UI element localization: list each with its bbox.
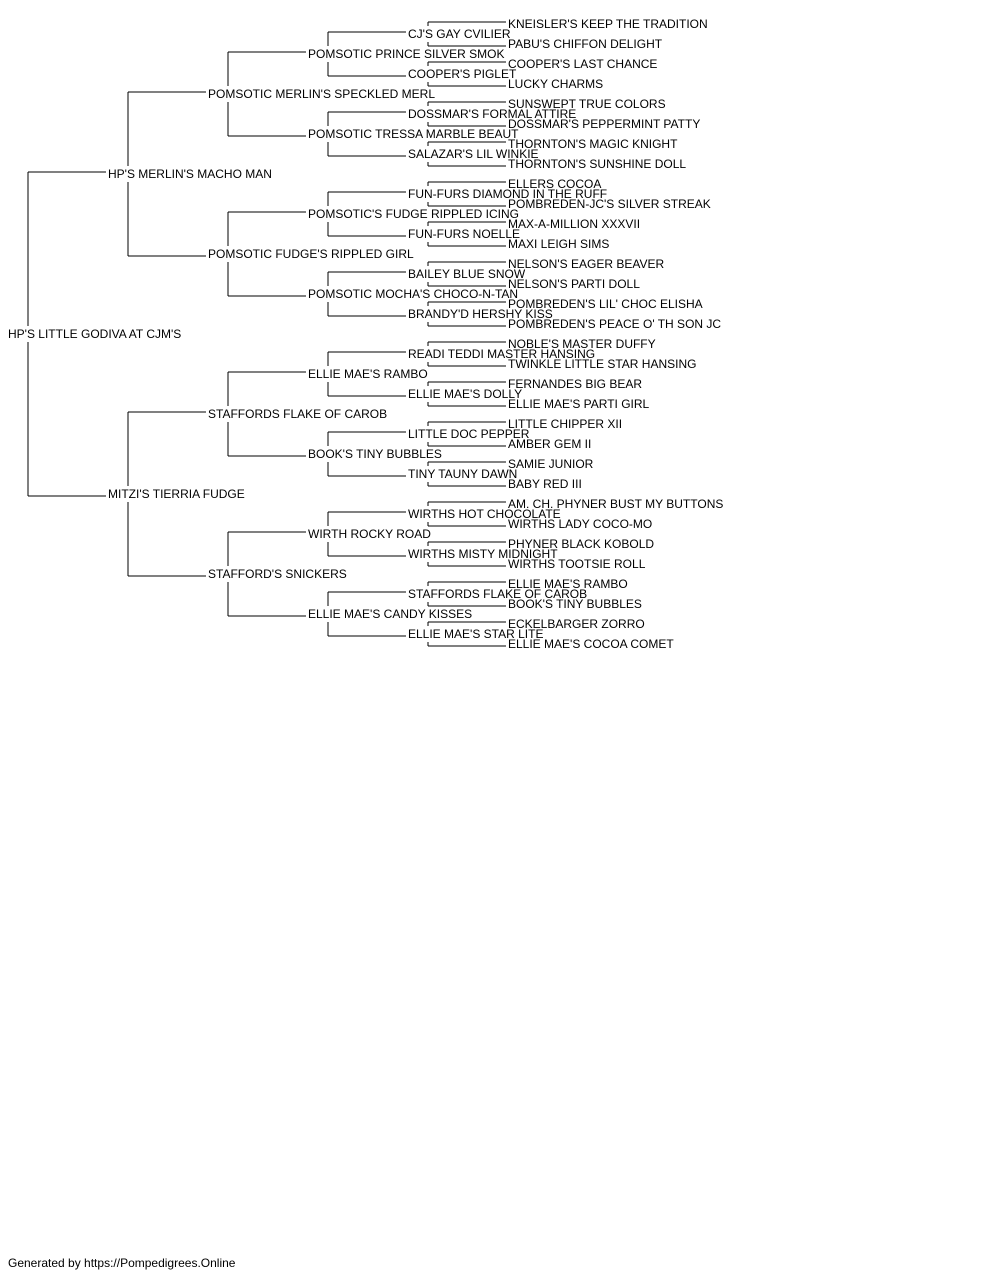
fifth-generation-name: MAXI LEIGH SIMS bbox=[508, 237, 609, 251]
parent-name: HP'S MERLIN'S MACHO MAN bbox=[108, 167, 272, 181]
subject-name: HP'S LITTLE GODIVA AT CJM'S bbox=[8, 327, 181, 341]
great-grandparent-name: BOOK'S TINY BUBBLES bbox=[308, 447, 442, 461]
grandparent-name: STAFFORDS FLAKE OF CAROB bbox=[208, 407, 387, 421]
fifth-generation-name: AMBER GEM II bbox=[508, 437, 591, 451]
grandparent-name: STAFFORD'S SNICKERS bbox=[208, 567, 347, 581]
highlighted-ancestor-name: AM. CH. PHYNER BUST MY BUTTONS bbox=[508, 497, 723, 511]
great-great-grandparent-name: LITTLE DOC PEPPER bbox=[408, 427, 530, 441]
fifth-generation-name: DOSSMAR'S PEPPERMINT PATTY bbox=[508, 117, 700, 131]
fifth-generation-name: BOOK'S TINY BUBBLES bbox=[508, 597, 642, 611]
parent-name: MITZI'S TIERRIA FUDGE bbox=[108, 487, 245, 501]
great-great-grandparent-name: WIRTHS MISTY MIDNIGHT bbox=[408, 547, 558, 561]
fifth-generation-name: WIRTHS LADY COCO-MO bbox=[508, 517, 652, 531]
great-grandparent-name: ELLIE MAE'S CANDY KISSES bbox=[308, 607, 472, 621]
fifth-generation-name: POMBREDEN-JC'S SILVER STREAK bbox=[508, 197, 711, 211]
fifth-generation-name: POMBREDEN'S PEACE O' TH SON JC bbox=[508, 317, 721, 331]
fifth-generation-name: PABU'S CHIFFON DELIGHT bbox=[508, 37, 663, 51]
great-grandparent-name: POMSOTIC'S FUDGE RIPPLED ICING bbox=[308, 207, 519, 221]
great-great-grandparent-name: COOPER'S PIGLET bbox=[408, 67, 517, 81]
fifth-generation-name: COOPER'S LAST CHANCE bbox=[508, 57, 657, 71]
great-grandparent-name: POMSOTIC MOCHA'S CHOCO-N-TAN bbox=[308, 287, 518, 301]
great-grandparent-name: POMSOTIC PRINCE SILVER SMOK bbox=[308, 47, 504, 61]
great-great-grandparent-name: BRANDY'D HERSHY KISS bbox=[408, 307, 553, 321]
fifth-generation-name: LUCKY CHARMS bbox=[508, 77, 603, 91]
fifth-generation-name: SUNSWEPT TRUE COLORS bbox=[508, 97, 666, 111]
great-great-grandparent-name: CJ'S GAY CVILIER bbox=[408, 27, 511, 41]
great-great-grandparent-name: DOSSMAR'S FORMAL ATTIRE bbox=[408, 107, 576, 121]
fifth-generation-name: MAX-A-MILLION XXXVII bbox=[508, 217, 640, 231]
great-great-grandparent-name: SALAZAR'S LIL WINKIE bbox=[408, 147, 539, 161]
great-great-grandparent-name: ELLIE MAE'S STAR LITE bbox=[408, 627, 543, 641]
fifth-generation-name: NOBLE'S MASTER DUFFY bbox=[508, 337, 656, 351]
great-grandparent-name: WIRTH ROCKY ROAD bbox=[308, 527, 431, 541]
fifth-generation-name: ELLIE MAE'S PARTI GIRL bbox=[508, 397, 650, 411]
fifth-generation-name: NELSON'S EAGER BEAVER bbox=[508, 257, 664, 271]
grandparent-name: POMSOTIC MERLIN'S SPECKLED MERL bbox=[208, 87, 435, 101]
fifth-generation-name: ELLERS COCOA bbox=[508, 177, 601, 191]
pedigree-connector-lines bbox=[27, 21, 506, 647]
fifth-generation-name: THORNTON'S MAGIC KNIGHT bbox=[508, 137, 678, 151]
great-great-grandparent-name: FUN-FURS NOELLE bbox=[408, 227, 520, 241]
fifth-generation-name: ECKELBARGER ZORRO bbox=[508, 617, 645, 631]
great-grandparent-name: ELLIE MAE'S RAMBO bbox=[308, 367, 428, 381]
fifth-generation-name: THORNTON'S SUNSHINE DOLL bbox=[508, 157, 686, 171]
fifth-generation-name: ELLIE MAE'S COCOA COMET bbox=[508, 637, 674, 651]
fifth-generation-name: BABY RED III bbox=[508, 477, 582, 491]
great-great-grandparent-name: ELLIE MAE'S DOLLY bbox=[408, 387, 522, 401]
fifth-generation-name: POMBREDEN'S LIL' CHOC ELISHA bbox=[508, 297, 703, 311]
great-great-grandparent-name: WIRTHS HOT CHOCOLATE bbox=[408, 507, 561, 521]
fifth-generation-name: NELSON'S PARTI DOLL bbox=[508, 277, 640, 291]
fifth-generation-name: KNEISLER'S KEEP THE TRADITION bbox=[508, 17, 708, 31]
pedigree-labels: HP'S LITTLE GODIVA AT CJM'S HP'S MERLIN'S… bbox=[8, 17, 723, 651]
great-grandparent-name: POMSOTIC TRESSA MARBLE BEAUT bbox=[308, 127, 519, 141]
fifth-generation-name: PHYNER BLACK KOBOLD bbox=[508, 537, 654, 551]
fifth-generation-name: FERNANDES BIG BEAR bbox=[508, 377, 642, 391]
great-great-grandparent-name: STAFFORDS FLAKE OF CAROB bbox=[408, 587, 587, 601]
great-great-grandparent-name: FUN-FURS DIAMOND IN THE RUFF bbox=[408, 187, 607, 201]
great-great-grandparent-name: READI TEDDI MASTER HANSING bbox=[408, 347, 595, 361]
fifth-generation-name: ELLIE MAE'S RAMBO bbox=[508, 577, 628, 591]
fifth-generation-name: TWINKLE LITTLE STAR HANSING bbox=[508, 357, 696, 371]
great-great-grandparent-name: TINY TAUNY DAWN bbox=[408, 467, 517, 481]
generated-by-footer: Generated by https://Pompedigrees.Online bbox=[8, 1256, 236, 1270]
fifth-generation-name: WIRTHS TOOTSIE ROLL bbox=[508, 557, 646, 571]
fifth-generation-name: SAMIE JUNIOR bbox=[508, 457, 594, 471]
grandparent-name: POMSOTIC FUDGE'S RIPPLED GIRL bbox=[208, 247, 414, 261]
great-great-grandparent-name: BAILEY BLUE SNOW bbox=[408, 267, 526, 281]
fifth-generation-name: LITTLE CHIPPER XII bbox=[508, 417, 622, 431]
